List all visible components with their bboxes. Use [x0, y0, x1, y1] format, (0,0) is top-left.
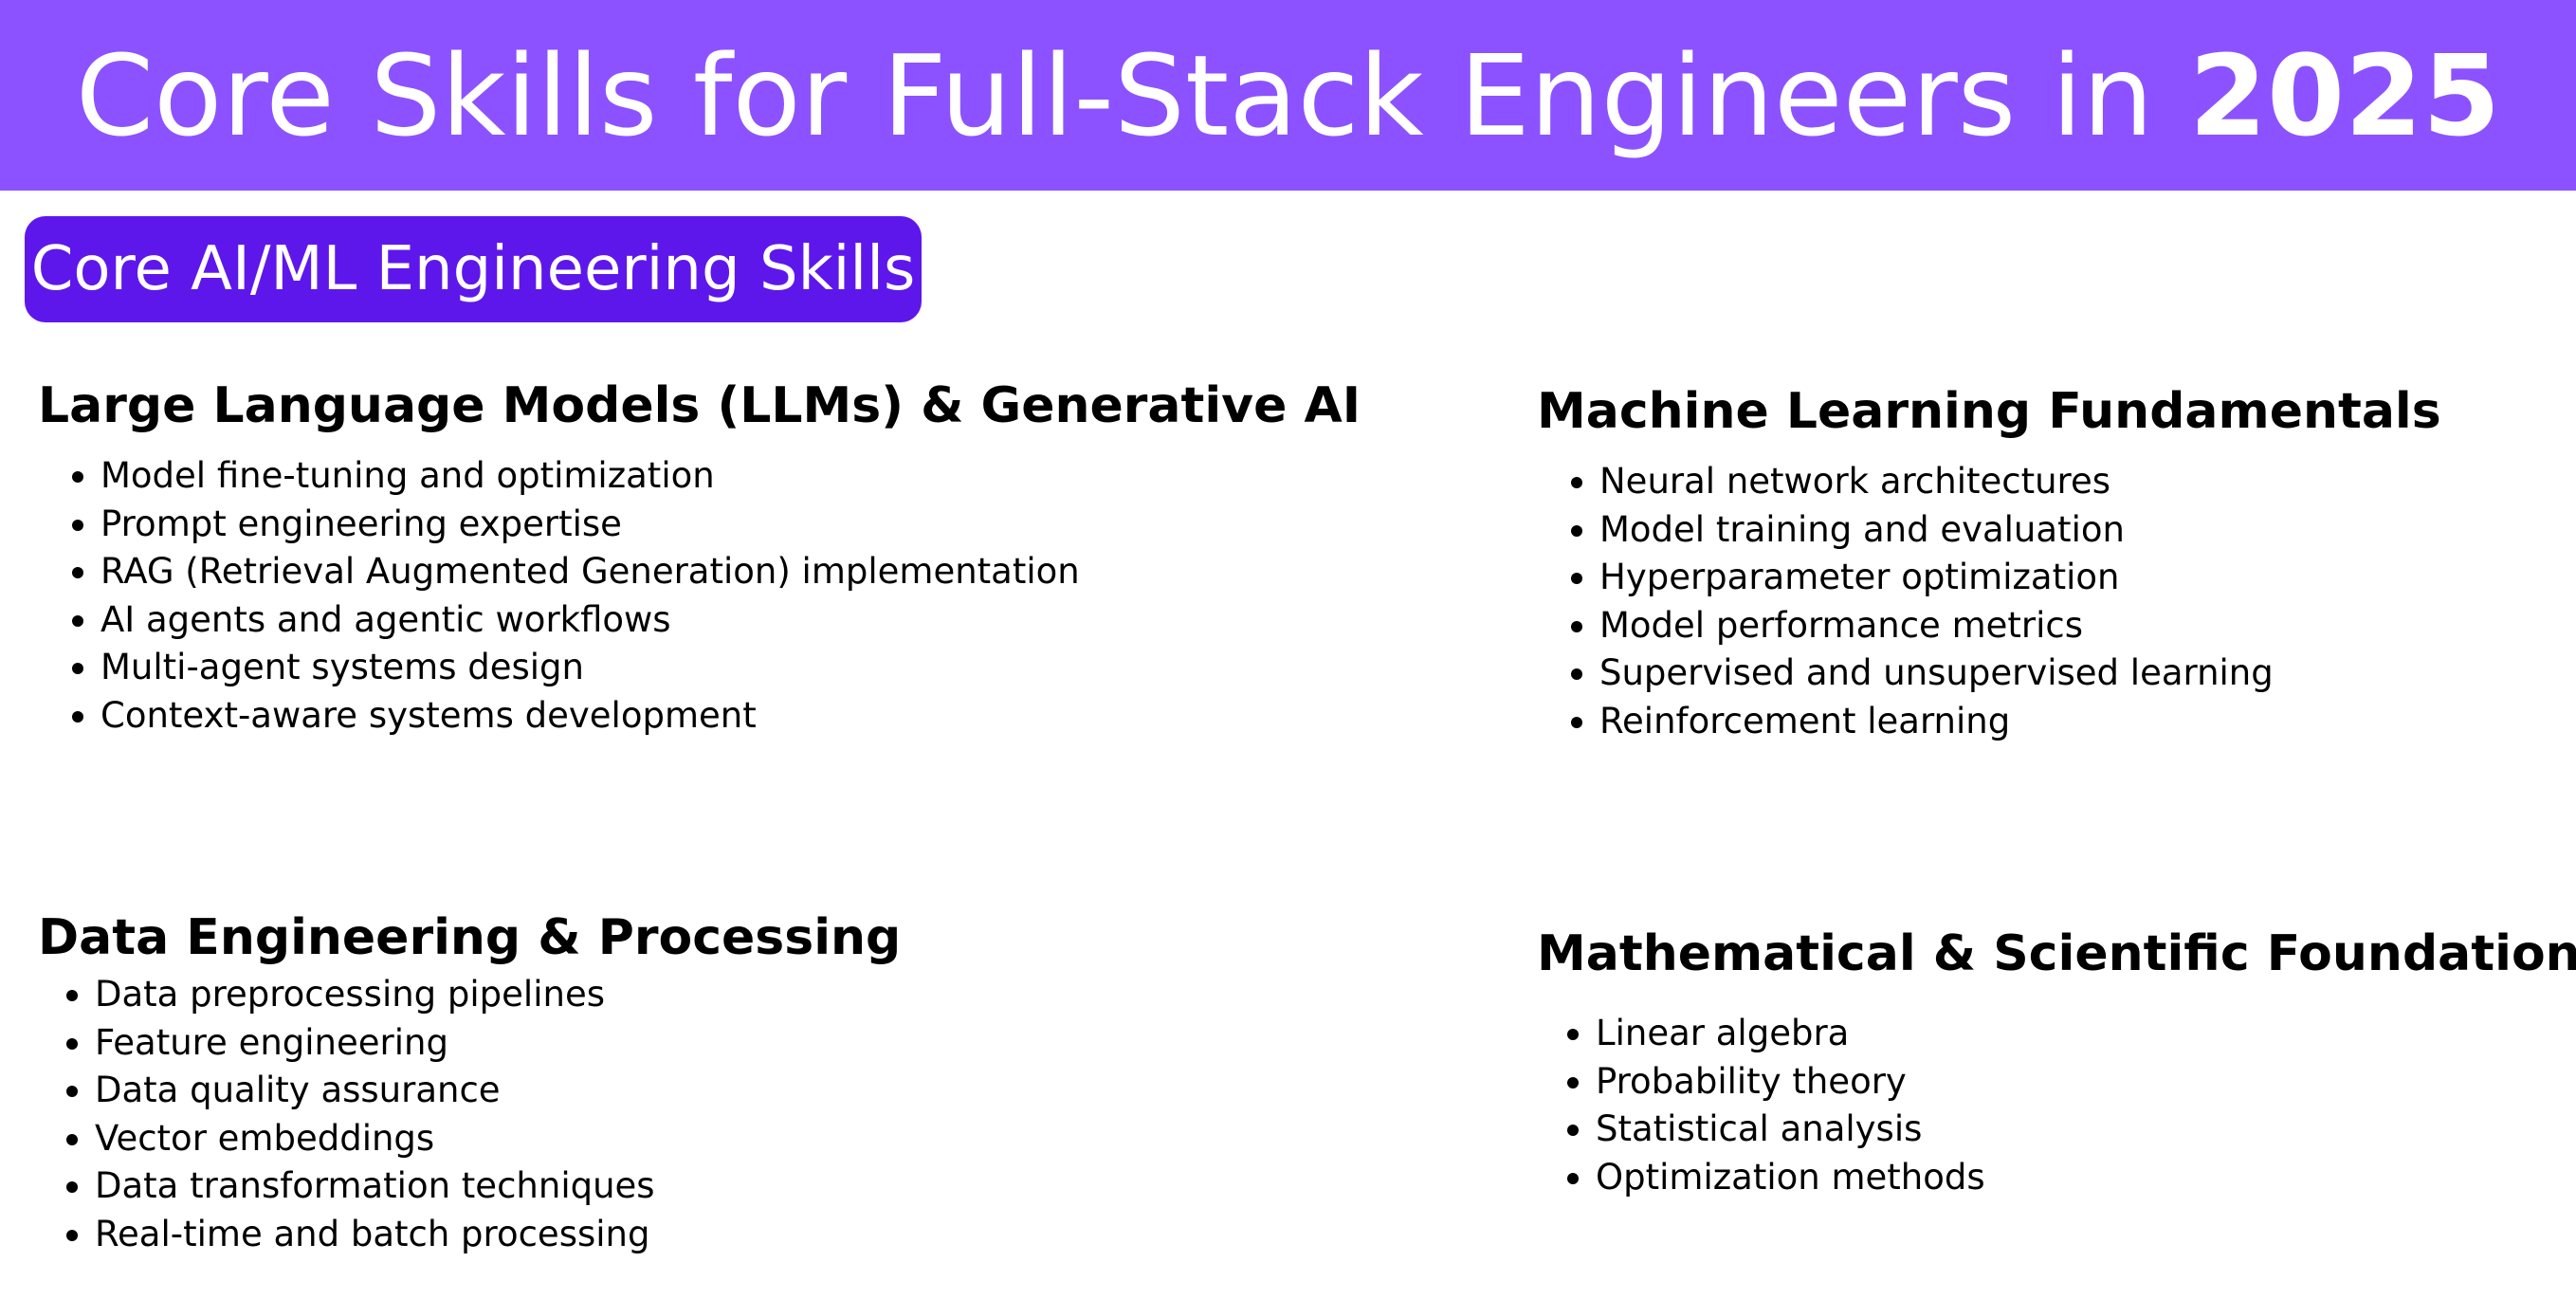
list-item-text: Data quality assurance	[95, 1070, 501, 1111]
list-item: Data transformation techniques	[38, 1162, 901, 1211]
page-title: Core Skills for Full-Stack Engineers in …	[76, 30, 2501, 161]
list-item-text: Statistical analysis	[1596, 1108, 1923, 1150]
skill-list: Model fine-tuning and optimization Promp…	[38, 452, 1361, 740]
list-item-text: Real-time and batch processing	[95, 1213, 650, 1254]
section-llm-generative-ai: Large Language Models (LLMs) & Generativ…	[38, 376, 1361, 740]
list-item: Model performance metrics	[1537, 602, 2441, 650]
list-item-text: RAG (Retrieval Augmented Generation) imp…	[100, 551, 1080, 593]
list-item-text: Model performance metrics	[1599, 604, 2083, 646]
bullet-icon	[1567, 1172, 1579, 1184]
bullet-icon	[1571, 668, 1582, 681]
page-title-main: Core Skills for Full-Stack Engineers in	[75, 29, 2154, 161]
bullet-icon	[1571, 620, 1582, 632]
skill-list: Data preprocessing pipelines Feature eng…	[38, 971, 901, 1258]
bullet-icon	[66, 1229, 78, 1241]
list-item: RAG (Retrieval Augmented Generation) imp…	[38, 548, 1361, 596]
list-item: Data quality assurance	[38, 1067, 901, 1115]
bullet-icon	[1567, 1029, 1579, 1041]
section-math-foundation: Mathematical & Scientific Foundation Lin…	[1537, 924, 2576, 1201]
bullet-icon	[66, 1086, 78, 1098]
list-item-text: Reinforcement learning	[1599, 700, 2011, 741]
list-item: Feature engineering	[38, 1019, 901, 1068]
bullet-icon	[1571, 477, 1582, 489]
bullet-icon	[1567, 1076, 1579, 1089]
section-data-engineering: Data Engineering & Processing Data prepr…	[38, 908, 901, 1258]
list-item: Neural network architectures	[1537, 458, 2441, 506]
list-item: Vector embeddings	[38, 1115, 901, 1163]
title-banner: Core Skills for Full-Stack Engineers in …	[0, 0, 2576, 191]
bullet-icon	[1567, 1125, 1579, 1137]
list-item: Supervised and unsupervised learning	[1537, 650, 2441, 698]
category-label: Core AI/ML Engineering Skills	[30, 234, 916, 304]
list-item-text: Model training and evaluation	[1599, 508, 2125, 550]
list-item-text: Context-aware systems development	[100, 694, 757, 736]
bullet-icon	[1571, 716, 1582, 728]
bullet-icon	[72, 710, 83, 723]
list-item-text: Data preprocessing pipelines	[95, 974, 605, 1015]
list-item-text: Optimization methods	[1596, 1156, 1985, 1198]
bullet-icon	[72, 663, 83, 675]
list-item: Hyperparameter optimization	[1537, 554, 2441, 602]
list-item-text: Model fine-tuning and optimization	[100, 455, 715, 497]
list-item-text: AI agents and agentic workflows	[100, 598, 671, 640]
bullet-icon	[72, 614, 83, 627]
list-item-text: Data transformation techniques	[95, 1165, 655, 1207]
page-title-year: 2025	[2188, 29, 2501, 161]
skill-list: Neural network architectures Model train…	[1537, 458, 2441, 745]
list-item-text: Supervised and unsupervised learning	[1599, 652, 2274, 694]
list-item: Multi-agent systems design	[38, 644, 1361, 692]
list-item: Data preprocessing pipelines	[38, 971, 901, 1019]
bullet-icon	[66, 1037, 78, 1050]
list-item-text: Prompt engineering expertise	[100, 503, 622, 544]
list-item-text: Vector embeddings	[95, 1117, 435, 1159]
list-item: Probability theory	[1537, 1058, 2576, 1107]
category-badge: Core AI/ML Engineering Skills	[25, 216, 922, 322]
list-item: Model training and evaluation	[1537, 506, 2441, 555]
list-item-text: Hyperparameter optimization	[1599, 557, 2120, 598]
list-item: Prompt engineering expertise	[38, 501, 1361, 549]
bullet-icon	[66, 1181, 78, 1194]
list-item: Model fine-tuning and optimization	[38, 452, 1361, 501]
bullet-icon	[72, 567, 83, 579]
list-item: AI agents and agentic workflows	[38, 596, 1361, 645]
bullet-icon	[66, 1133, 78, 1145]
list-item: Linear algebra	[1537, 1010, 2576, 1058]
section-title: Data Engineering & Processing	[38, 909, 902, 966]
list-item: Real-time and batch processing	[38, 1211, 901, 1259]
list-item: Optimization methods	[1537, 1154, 2576, 1202]
list-item: Context-aware systems development	[38, 692, 1361, 741]
skill-list: Linear algebra Probability theory Statis…	[1537, 1010, 2576, 1201]
section-title: Mathematical & Scientific Foundation	[1537, 925, 2576, 982]
bullet-icon	[1571, 573, 1582, 585]
list-item-text: Feature engineering	[95, 1021, 448, 1063]
list-item-text: Multi-agent systems design	[100, 647, 584, 688]
bullet-icon	[72, 471, 83, 484]
list-item-text: Neural network architectures	[1599, 461, 2110, 503]
bullet-icon	[72, 519, 83, 531]
section-title: Machine Learning Fundamentals	[1537, 383, 2441, 440]
bullet-icon	[1571, 524, 1582, 537]
list-item: Statistical analysis	[1537, 1106, 2576, 1154]
section-ml-fundamentals: Machine Learning Fundamentals Neural net…	[1537, 382, 2441, 745]
list-item: Reinforcement learning	[1537, 698, 2441, 746]
section-title: Large Language Models (LLMs) & Generativ…	[38, 377, 1361, 434]
list-item-text: Linear algebra	[1596, 1013, 1850, 1054]
list-item-text: Probability theory	[1596, 1060, 1907, 1102]
bullet-icon	[66, 990, 78, 1002]
